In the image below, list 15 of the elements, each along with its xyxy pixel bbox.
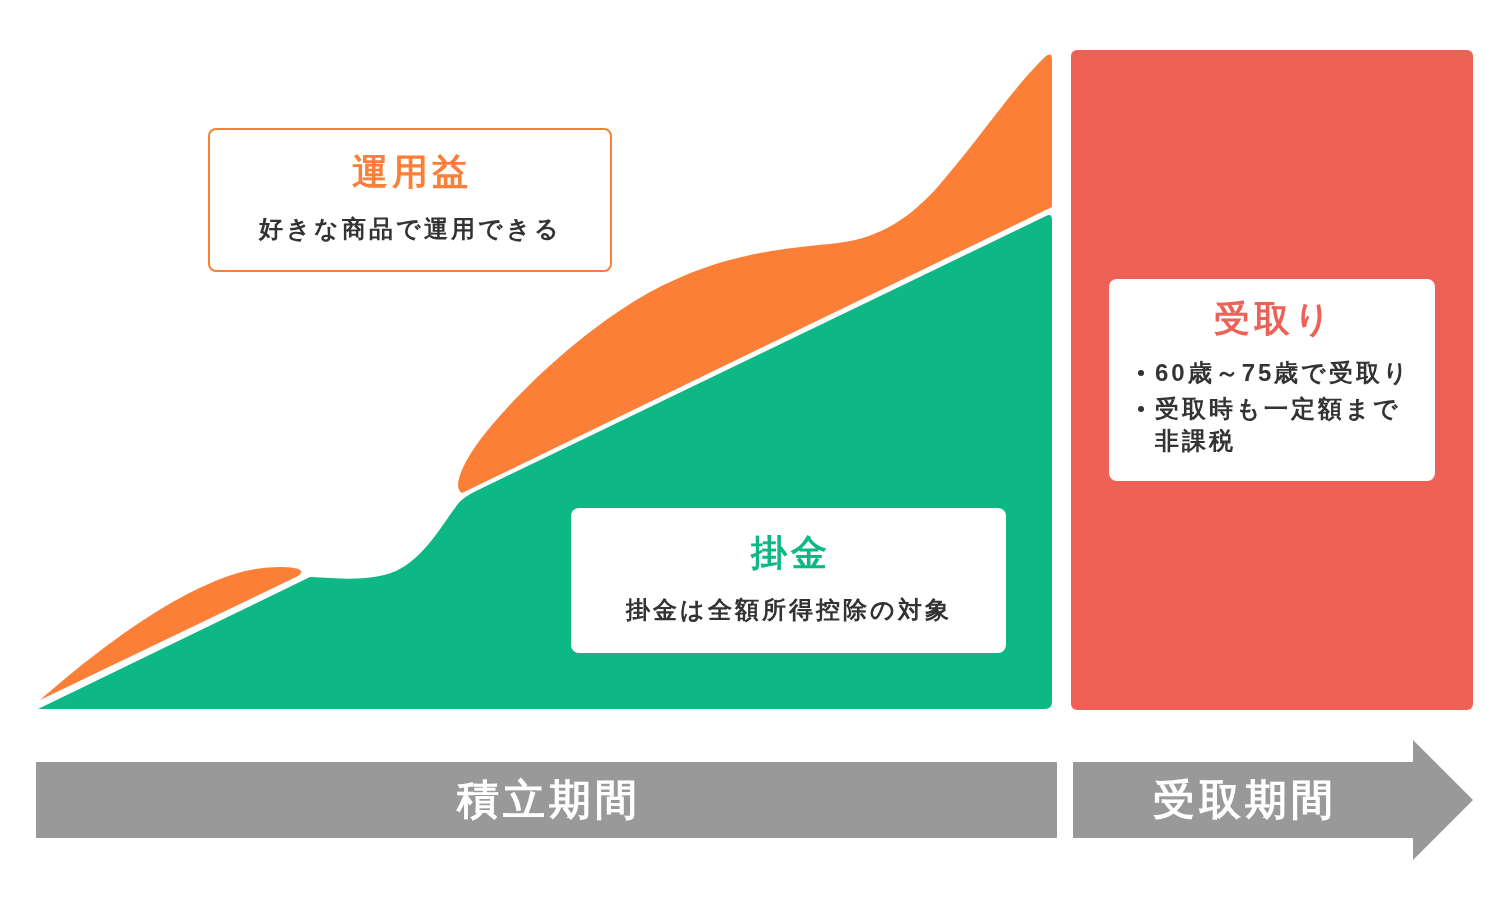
callout-box <box>571 508 1006 653</box>
period-arrow <box>1073 740 1473 860</box>
box-title: 運用益 <box>351 150 472 194</box>
box-description: 好きな商品で運用できる <box>258 214 562 244</box>
period-label: 積立期間 <box>455 775 641 825</box>
list-item-text: 60歳～75歳で受取り <box>1155 358 1413 388</box>
box-title: 掛金 <box>749 531 831 575</box>
payout-panel <box>1071 50 1473 710</box>
callout-box <box>208 128 612 272</box>
period-band <box>36 762 1057 838</box>
box-description: 掛金は全額所得控除の対象 <box>625 595 952 625</box>
period-label: 受取期間 <box>1152 775 1337 825</box>
callout-box <box>1109 279 1435 481</box>
box-title: 受取り <box>1212 297 1335 341</box>
list-item-text: 受取時も一定額まで非課税 <box>1155 394 1402 456</box>
